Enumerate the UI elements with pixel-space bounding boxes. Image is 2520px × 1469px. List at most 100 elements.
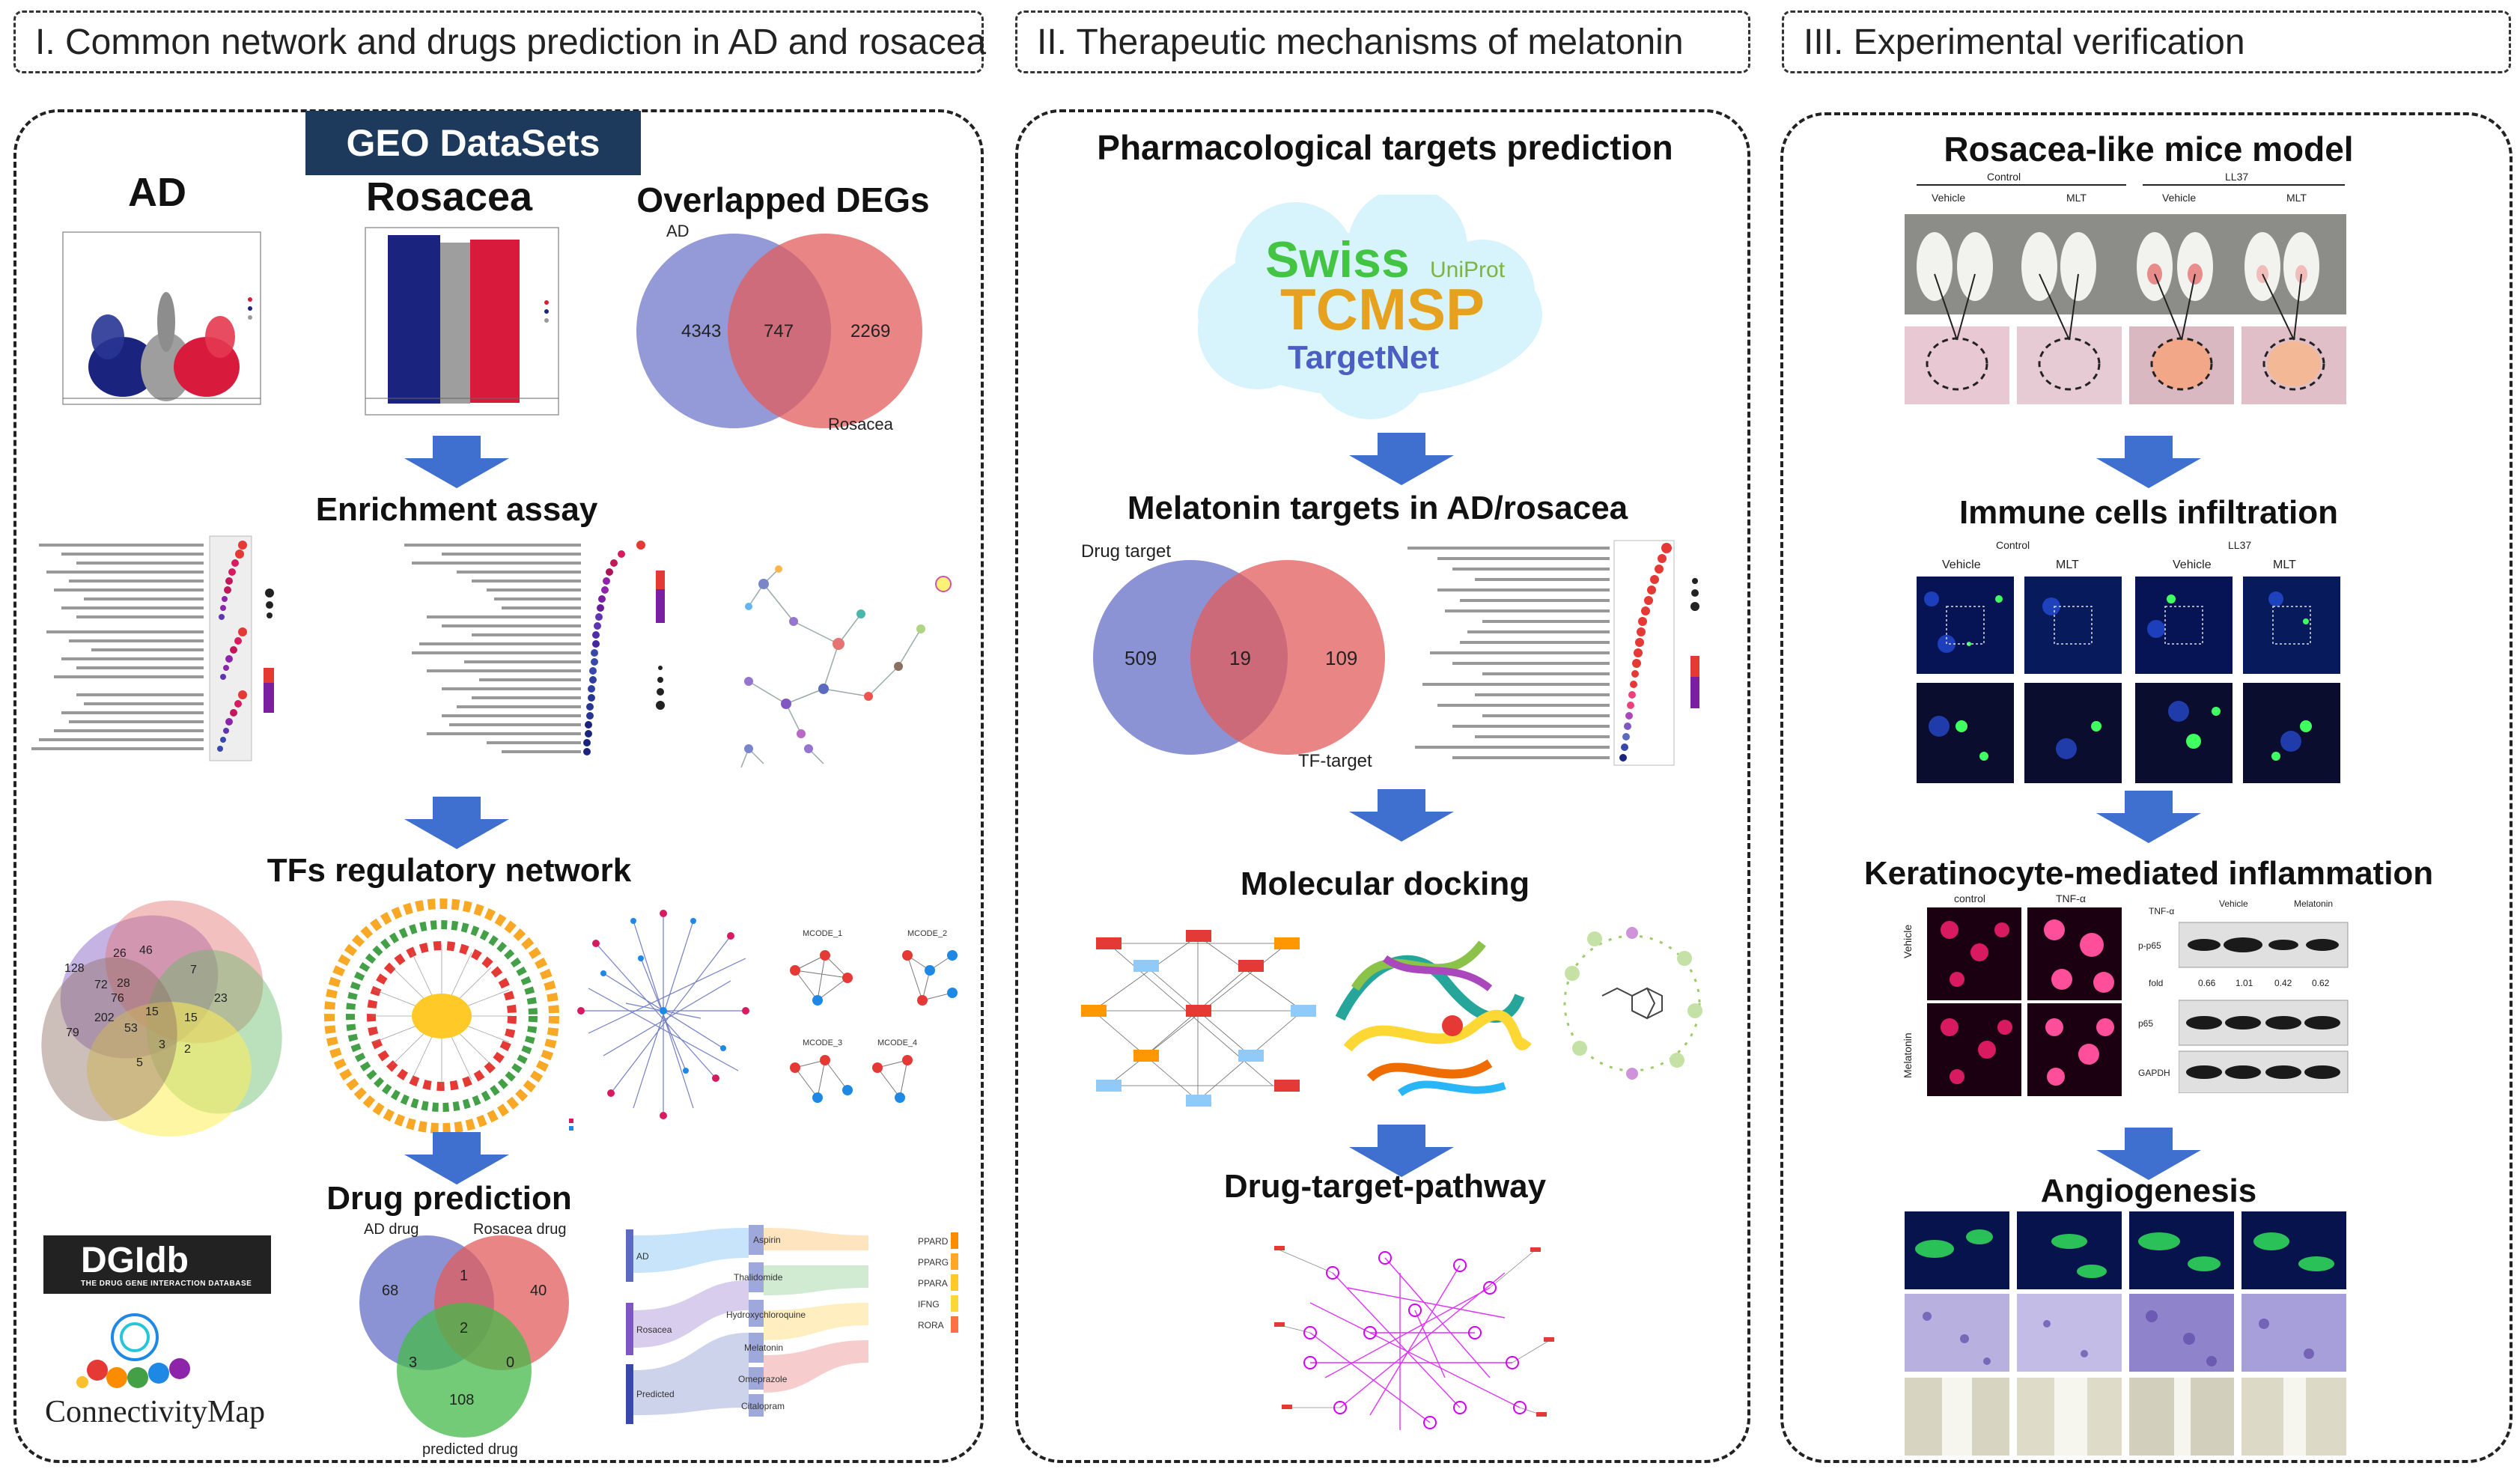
enrichment-network [740,565,952,768]
db-swiss-text: Swiss [1265,231,1410,288]
immune-sub-label: Vehicle [1942,559,1981,571]
drug-prediction-title: Drug prediction [326,1180,572,1217]
venn5-value: 2 [184,1043,191,1056]
overlapped-degs-title: Overlapped DEGs [636,180,930,219]
sankey-label: Predicted [636,1389,675,1399]
mice-sub-label: MLT [2286,192,2307,204]
mice-group-divider [2143,184,2345,186]
mcode-label: MCODE_1 [803,929,842,938]
ad-volcano-plot [62,231,261,405]
dgidb-logo-subtext: THE DRUG GENE INTERACTION DATABASE [81,1279,252,1288]
pharm-targets-title: Pharmacological targets prediction [1097,128,1673,167]
immune-group-control: Control [1996,539,2030,551]
venn-value: 2 [460,1320,468,1336]
wb-fold-value: 0.62 [2312,978,2330,988]
flow-arrow [404,436,509,488]
rosacea-label: Rosacea [365,174,533,219]
tf-dense-network [569,910,749,1131]
section-title-1: I. Common network and drugs prediction i… [35,22,987,62]
enrichment-dotplot-go [31,533,391,773]
venn5-value: 76 [111,992,124,1005]
wb-fold-value: 0.42 [2274,978,2292,988]
mcode-label: MCODE_4 [877,1038,917,1047]
cmap-logo-text: ConnectivityMap [45,1395,265,1429]
angiogenesis-images [1905,1211,2346,1456]
venn5-value: 7 [190,964,197,976]
section-header-1: I. Common network and drugs prediction i… [13,10,987,73]
flow-arrow [1349,433,1454,485]
drug-target-pathway-network [1274,1246,1554,1430]
melatonin-targets-venn: Drug target TF-target 509 19 109 [1081,541,1385,771]
venn5-value: 23 [214,992,228,1005]
drug-venn: AD drug Rosacea drug predicted drug 68 1… [359,1221,569,1458]
immune-fluorescence-images [1917,577,2340,783]
drug-sankey: AD Rosacea Predicted Aspirin Thalidomide… [626,1225,958,1424]
venn-value: 68 [382,1283,398,1299]
kera-col-label: TNF-α [2056,892,2086,904]
section-title-2: II. Therapeutic mechanisms of melatonin [1037,22,1684,62]
keratinocyte-inflammation-title: Keratinocyte-mediated inflammation [1863,855,2434,892]
venn5-value: 46 [139,944,153,957]
wb-fold-value: 0.66 [2198,978,2216,988]
mcode-clusters: MCODE_1 MCODE_2 MCODE_3 MCODE_4 [790,929,958,1103]
five-set-venn: 128 26 46 7 72 28 76 202 53 15 15 23 79 … [41,900,282,1137]
wb-fold-label: fold [2149,978,2164,988]
sankey-label: Citalopram [741,1401,785,1411]
sankey-label: Thalidomide [734,1272,783,1283]
venn5-value: 3 [159,1038,165,1051]
flow-arrow [1349,789,1454,842]
molecular-docking-title: Molecular docking [1240,866,1530,902]
kera-row-label: Melatonin [1902,1032,1914,1078]
db-uniprot-text: UniProt [1430,258,1506,282]
sankey-label: Hydroxychloroquine [726,1310,806,1320]
immune-group-ll37: LL37 [2228,539,2252,551]
sankey-label: PPARD [918,1236,949,1247]
sankey-label: Rosacea [636,1324,672,1335]
venn5-value: 79 [66,1027,79,1039]
venn5-value: 202 [94,1012,115,1024]
flow-arrow [404,1132,509,1184]
venn-label-predicted-drug: predicted drug [422,1441,518,1458]
angiogenesis-title: Angiogenesis [2040,1173,2257,1209]
ligand-interaction-2d [1563,927,1702,1080]
venn-value-rosacea-only: 2269 [850,321,890,341]
mice-model-photos [1905,214,2346,404]
tfs-network-title: TFs regulatory network [267,852,632,889]
wb-header-label: Vehicle [2219,898,2248,909]
flow-arrow [2096,436,2201,488]
western-blot [2179,922,2349,1093]
drug-target-pathway-title: Drug-target-pathway [1223,1168,1547,1205]
venn5-value: 26 [113,947,127,960]
tf-circular-network [324,898,559,1134]
enrichment-dots [583,541,645,755]
mice-group-ll37: LL37 [2225,171,2249,183]
dgidb-logo-text: DGIdb [81,1240,189,1280]
venn-value-both: 19 [1229,647,1251,669]
protein-ribbon [1335,940,1532,1097]
sankey-label: RORA [918,1320,944,1330]
venn-value-ad-only: 4343 [681,321,721,341]
sankey-label: AD [636,1251,649,1262]
overlapped-degs-venn: AD Rosacea 4343 747 2269 [636,222,922,434]
ad-label: AD [128,170,186,215]
section-header-2: II. Therapeutic mechanisms of melatonin [1015,10,1750,73]
sankey-label: IFNG [918,1299,940,1310]
mice-sub-label: MLT [2066,192,2087,204]
venn-label-rosacea-drug: Rosacea drug [473,1221,567,1238]
melatonin-targets-title: Melatonin targets in AD/rosacea [1127,490,1628,526]
flow-arrow [1349,1125,1454,1177]
flow-arrow [2096,1128,2201,1180]
sankey-label: Melatonin [744,1342,783,1353]
volcano-points-blue [388,235,440,404]
enrichment-dotplot-kegg [404,541,665,755]
venn-label-rosacea: Rosacea [828,415,894,434]
venn5-value: 53 [124,1022,138,1035]
venn5-value: 28 [117,977,130,990]
sankey-label: PPARG [918,1257,949,1268]
wb-header-label: TNF-α [2149,906,2175,916]
sankey-label: PPARA [918,1278,948,1289]
ppi-network [1081,930,1316,1107]
mice-sub-label: Vehicle [2162,192,2197,204]
venn-circle-rosacea [728,234,922,428]
venn-value-overlap: 747 [764,321,794,341]
